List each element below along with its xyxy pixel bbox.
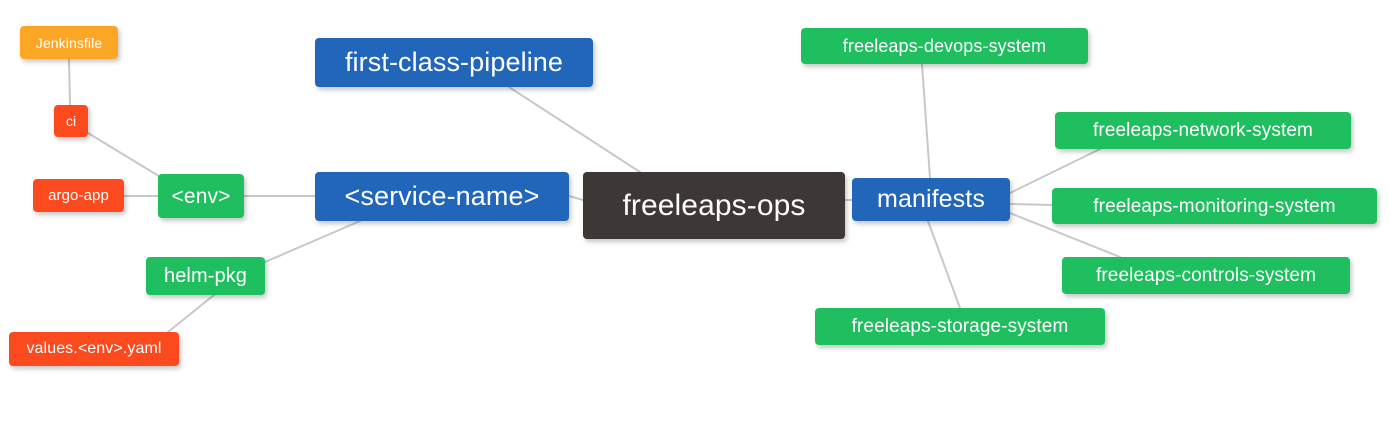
- node-freeleaps-ops[interactable]: freeleaps-ops: [583, 172, 845, 239]
- node-label-freeleaps-storage-system: freeleaps-storage-system: [851, 316, 1069, 337]
- node-label-freeleaps-controls-system: freeleaps-controls-system: [1095, 265, 1317, 286]
- node-first-class-pipeline[interactable]: first-class-pipeline: [315, 38, 593, 87]
- node-argo-app[interactable]: argo-app: [33, 179, 124, 212]
- node-freeleaps-controls-system[interactable]: freeleaps-controls-system: [1062, 257, 1350, 294]
- edge-ci-env: [87, 132, 163, 179]
- node-freeleaps-devops-system[interactable]: freeleaps-devops-system: [801, 28, 1088, 64]
- node-label-first-class-pipeline: first-class-pipeline: [344, 47, 564, 77]
- node-label-freeleaps-ops: freeleaps-ops: [622, 188, 806, 222]
- edge-servicename-freeleapsops: [568, 195, 584, 201]
- node-freeleaps-monitoring-system[interactable]: freeleaps-monitoring-system: [1052, 188, 1377, 224]
- node-ci[interactable]: ci: [54, 105, 88, 137]
- node-env[interactable]: <env>: [158, 174, 244, 218]
- node-label-argo-app: argo-app: [48, 187, 109, 204]
- node-label-helm-pkg: helm-pkg: [163, 265, 248, 287]
- edge-manifests-network: [1009, 148, 1101, 194]
- edge-manifests-monitoring: [1009, 203, 1053, 206]
- node-label-env: <env>: [171, 184, 231, 208]
- edge-firstclasspipeline-freeleapsops: [508, 86, 641, 173]
- node-label-values-yaml: values.<env>.yaml: [26, 340, 162, 357]
- edge-helmpkg-servicename: [264, 220, 361, 263]
- edge-jenkinsfile-ci: [68, 58, 71, 106]
- node-label-freeleaps-monitoring-system: freeleaps-monitoring-system: [1093, 195, 1336, 217]
- node-values-yaml[interactable]: values.<env>.yaml: [9, 332, 179, 366]
- node-label-jenkinsfile: Jenkinsfile: [35, 34, 103, 51]
- node-label-manifests: manifests: [877, 185, 985, 213]
- node-freeleaps-network-system[interactable]: freeleaps-network-system: [1055, 112, 1351, 149]
- edge-manifests-storage: [927, 220, 961, 309]
- node-label-freeleaps-devops-system: freeleaps-devops-system: [842, 36, 1047, 56]
- node-label-service-name: <service-name>: [344, 181, 540, 211]
- edge-manifests-devops: [921, 63, 931, 179]
- node-jenkinsfile[interactable]: Jenkinsfile: [20, 26, 118, 59]
- node-service-name[interactable]: <service-name>: [315, 172, 569, 221]
- node-label-freeleaps-network-system: freeleaps-network-system: [1093, 120, 1313, 141]
- node-label-ci: ci: [65, 113, 77, 129]
- edge-valuesyaml-helmpkg: [167, 294, 215, 333]
- node-freeleaps-storage-system[interactable]: freeleaps-storage-system: [815, 308, 1105, 345]
- node-manifests[interactable]: manifests: [852, 178, 1010, 221]
- node-helm-pkg[interactable]: helm-pkg: [146, 257, 265, 295]
